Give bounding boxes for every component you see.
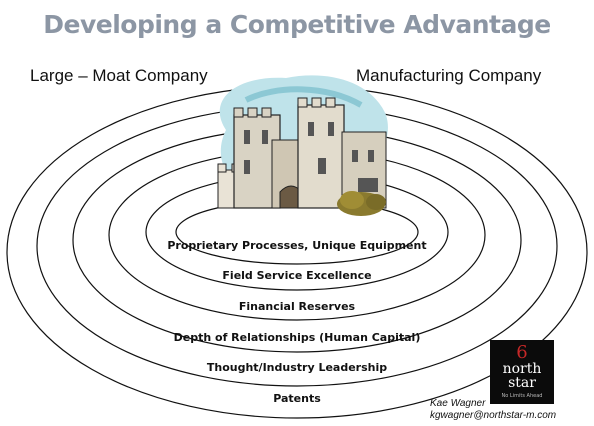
slide-title: Developing a Competitive Advantage xyxy=(43,10,551,39)
contact-name: Kae Wagner xyxy=(430,398,486,409)
ring-label-5: Thought/Industry Leadership xyxy=(206,361,388,374)
ring-label-4: Depth of Relationships (Human Capital) xyxy=(173,331,421,344)
logo-tagline: No Limits Ahead xyxy=(501,393,543,399)
ring-label-6: Patents xyxy=(273,392,321,405)
logo-numeral: 6 xyxy=(516,342,528,363)
right-label: Manufacturing Company xyxy=(356,66,542,85)
logo-star: star xyxy=(508,375,536,391)
castle-icon xyxy=(217,75,388,216)
ring-label-2: Field Service Excellence xyxy=(222,269,372,282)
ring-label-3: Financial Reserves xyxy=(238,300,356,313)
logo-north: north xyxy=(502,361,542,377)
ring-label-1: Proprietary Processes, Unique Equipment xyxy=(167,239,427,252)
northstar-logo: 6 north star No Limits Ahead xyxy=(490,340,554,404)
left-label: Large – Moat Company xyxy=(30,66,208,85)
contact-email[interactable]: kgwagner@northstar-m.com xyxy=(430,410,557,421)
